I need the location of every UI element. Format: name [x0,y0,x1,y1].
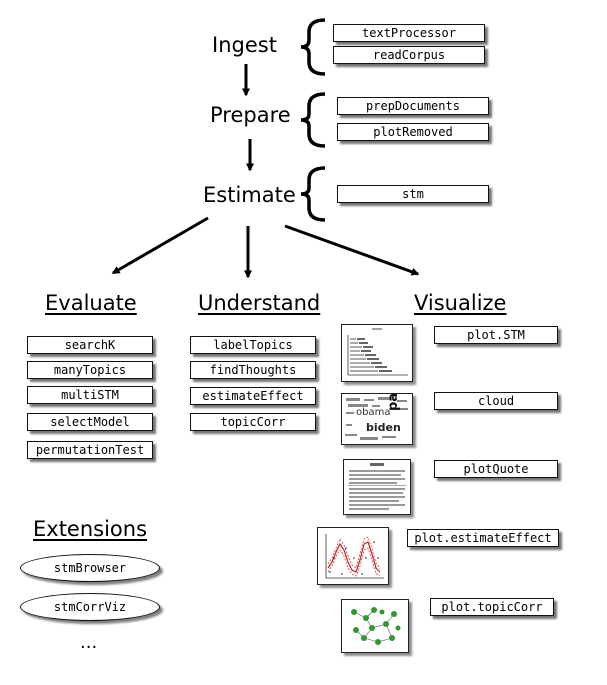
column-evaluate-heading: Evaluate [45,291,137,315]
stage-ingest-label: Ingest [212,33,277,57]
fn-findThoughts[interactable]: findThoughts [190,361,316,379]
fn-manyTopics[interactable]: manyTopics [27,361,153,379]
fn-estimateEffect[interactable]: estimateEffect [190,387,316,405]
plot-estimate-effect-thumbnail [317,527,389,585]
fn-selectModel[interactable]: selectModel [27,413,153,431]
fn-topicCorr[interactable]: topicCorr [190,413,316,431]
plot-stm-thumbnail [341,324,413,382]
arrow-estimate-evaluate [111,216,209,275]
brace-estimate [300,166,326,222]
cloud-word-palin: palin [386,394,401,411]
extensions-heading: Extensions [33,517,148,541]
fn-plotQuote[interactable]: plotQuote [434,460,558,478]
ext-stmCorrViz[interactable]: stmCorrViz [20,593,160,621]
cloud-word-biden: biden [366,421,401,434]
brace-ingest [300,18,326,76]
fn-searchK[interactable]: searchK [27,336,153,354]
fn-prepDocuments[interactable]: prepDocuments [337,97,489,115]
fn-plotRemoved[interactable]: plotRemoved [337,123,489,141]
fn-multiSTM[interactable]: multiSTM [27,386,153,404]
ext-stmBrowser[interactable]: stmBrowser [20,554,160,582]
cloud-thumbnail: obama biden palin [341,393,413,445]
fn-plot-topicCorr[interactable]: plot.topicCorr [430,598,554,616]
column-visualize-heading: Visualize [414,291,507,315]
arrow-estimate-visualize [284,224,420,276]
cloud-word-obama: obama [356,407,391,418]
extensions-more: ... [80,632,98,653]
plot-quote-thumbnail [343,459,411,515]
fn-textProcessor[interactable]: textProcessor [333,24,485,42]
plot-topic-corr-thumbnail [341,599,409,653]
fn-plot-estimateEffect[interactable]: plot.estimateEffect [407,529,559,547]
brace-prepare [300,92,326,148]
fn-stm[interactable]: stm [337,185,489,203]
column-understand-heading: Understand [198,291,321,315]
fn-plot-STM[interactable]: plot.STM [434,326,558,344]
fn-readCorpus[interactable]: readCorpus [333,46,485,64]
fn-cloud[interactable]: cloud [434,392,558,410]
fn-permutationTest[interactable]: permutationTest [27,441,153,459]
stage-estimate-label: Estimate [203,183,296,207]
fn-labelTopics[interactable]: labelTopics [190,336,316,354]
stage-prepare-label: Prepare [210,103,291,127]
